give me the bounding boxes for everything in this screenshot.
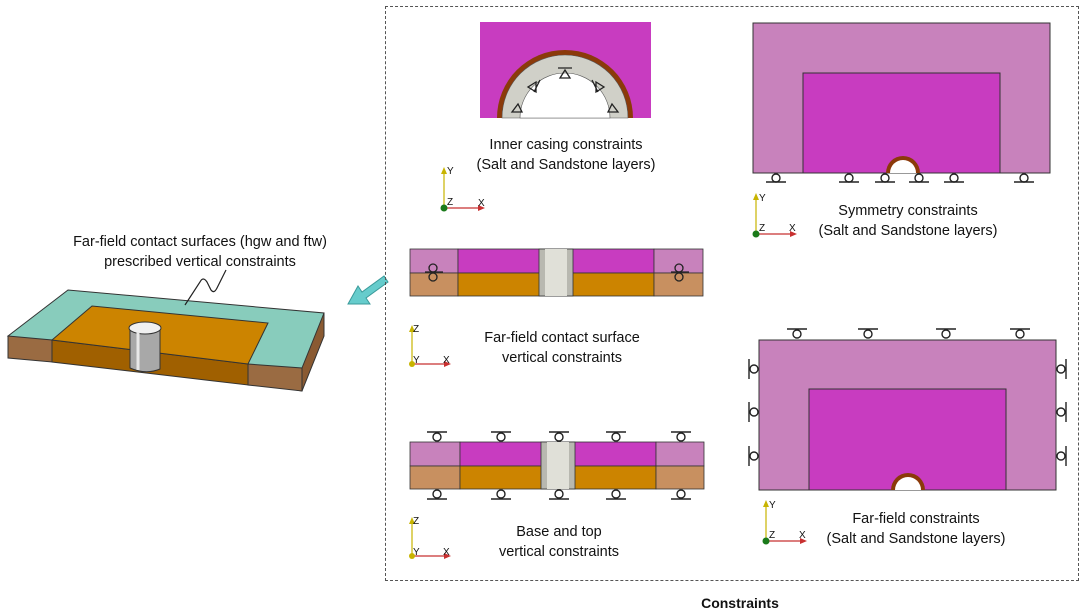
axis2-up-label: Y [759,193,766,204]
axis5-right-label: X [799,530,806,541]
axis-triad-4 [409,517,451,559]
pointer-arrow [347,275,389,305]
far-field-label: Far-field constraints (Salt and Sandston… [826,511,1006,547]
left-panel-label: Far-field contact surfaces (hgw and ftw)… [73,234,327,270]
axis-triad-2 [752,193,797,238]
axis2-right-label: X [789,223,796,234]
label-pointer-line [184,269,227,306]
contact-surface-diagram [409,248,704,297]
figure-caption: Constraints [701,595,779,611]
base-top-roller-supports [427,431,691,500]
far-field-3d-model [6,269,325,392]
axis5-up-label: Y [769,500,776,511]
axis4-right-label: X [443,547,450,558]
constraints-panel [385,6,1079,581]
inner-casing-label: Inner casing constraints (Salt and Sands… [476,137,656,173]
axis4-up-label: Z [413,516,420,527]
model-casing-hole [129,328,161,373]
contact-surface-label: Far-field contact surface vertical const… [484,330,640,366]
model-front-right [247,363,303,392]
axis1-up-label: Y [447,166,454,177]
axis4-origin-label: Y [413,547,420,558]
axis1-right-label: X [478,198,485,209]
symmetry-label: Symmetry constraints (Salt and Sandstone… [818,203,998,239]
axis3-up-label: Z [413,324,420,335]
axis5-origin-label: Z [769,530,776,541]
far-field-roller-supports [748,328,1067,466]
base-top-diagram [409,431,705,500]
far-field-diagram [748,328,1067,491]
axis1-origin-label: Z [447,197,454,208]
contact-roller-supports [425,263,689,282]
axis-triad-1 [440,167,485,212]
axis-triad-5 [762,500,807,545]
base-top-label: Base and top vertical constraints [498,524,620,560]
inner-casing-diagram [480,22,651,119]
axis3-right-label: X [443,355,450,366]
symmetry-roller-supports [766,173,1034,183]
symmetry-diagram [752,22,1051,183]
axis3-origin-label: Y [413,355,420,366]
casing-support-symbols [510,67,620,113]
axis2-origin-label: Z [759,223,766,234]
axis-triad-3 [409,325,451,367]
model-front-left [7,335,53,363]
model-side-right [301,312,325,392]
